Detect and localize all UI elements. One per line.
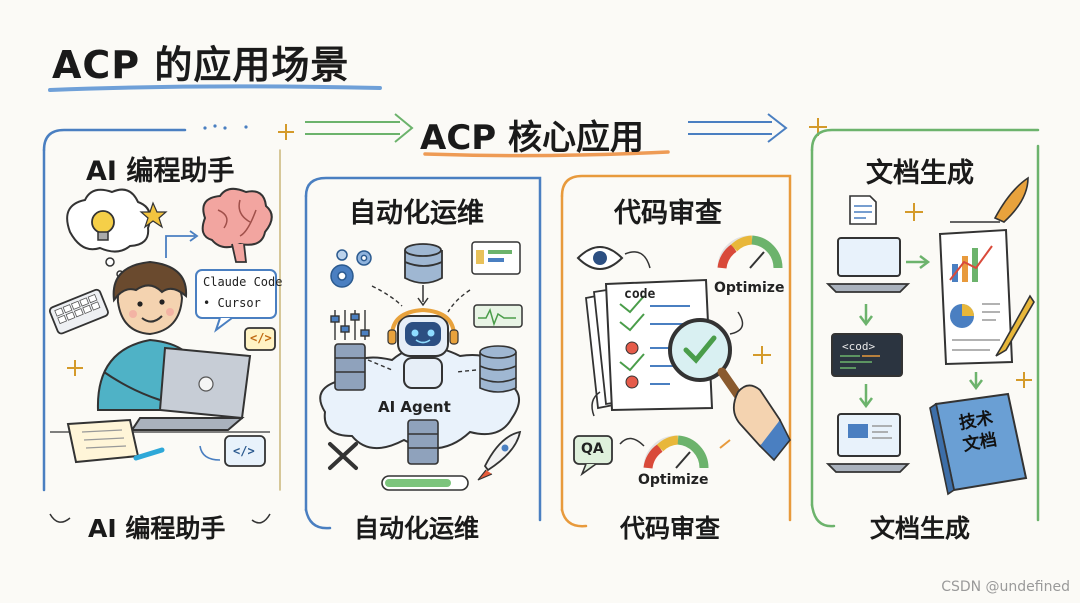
gauge-bottom-icon — [643, 435, 709, 469]
pencil-icon — [133, 447, 165, 461]
brain-icon — [201, 187, 273, 263]
flow-arrow-icon — [165, 235, 195, 258]
panel-4-footer: 文档生成 — [870, 514, 971, 543]
eye-icon — [576, 246, 624, 270]
dashboard-icon — [471, 241, 521, 275]
laptop-icon — [130, 346, 252, 431]
gauge-top-label: Optimize — [714, 280, 785, 296]
watermark: CSDN @undefined — [941, 579, 1070, 595]
tools-bubble — [195, 269, 277, 333]
sparkle-icon — [753, 346, 771, 364]
center-title: ACP 核心应用 — [420, 118, 645, 158]
panel-2-footer: 自动化运维 — [354, 514, 480, 543]
sliders-icon — [330, 310, 370, 340]
gauge-bottom-label: Optimize — [638, 472, 709, 488]
hand-icon — [732, 384, 791, 462]
qa-label: QA — [581, 441, 604, 457]
sparkle-icon — [67, 360, 83, 376]
server-right-icon — [479, 345, 517, 393]
bubble-line-1: Claude Code — [203, 275, 283, 289]
flow-arrows — [367, 285, 477, 373]
code-tag-icon — [244, 327, 276, 351]
panel-4-title: 文档生成 — [866, 158, 974, 189]
code-document-stack — [585, 278, 714, 412]
terminal-code-tag: <cod> — [842, 340, 876, 353]
panel-1-title: AI 编程助手 — [86, 156, 235, 187]
panel-3-footer: 代码审查 — [620, 514, 721, 543]
panel-2-title: 自动化运维 — [349, 198, 484, 229]
wrench-icon — [328, 442, 358, 470]
title-underline — [48, 84, 382, 92]
panel-2-frame — [304, 176, 542, 530]
pen-icon — [995, 294, 1035, 357]
gauge-icon — [717, 235, 783, 269]
page-title: ACP 的应用场景 — [52, 43, 350, 87]
laptop-bottom-icon — [825, 413, 911, 473]
progress-bar — [381, 475, 469, 491]
rocket-icon — [477, 430, 522, 481]
panel-1-frame — [42, 128, 281, 492]
keyboard-icon — [48, 288, 109, 335]
qa-bubble-icon — [573, 435, 613, 477]
tech-book-icon — [929, 392, 1028, 496]
laptop-top-icon — [825, 237, 911, 293]
quill-icon — [950, 176, 1029, 223]
panel-3-frame — [560, 174, 792, 528]
right-arrow-icon — [688, 113, 788, 143]
server-left-icon — [334, 343, 366, 391]
panel-3-title: 代码审查 — [614, 198, 722, 229]
ai-agent-robot — [387, 307, 459, 389]
database-icon — [404, 243, 443, 284]
code-box-icon — [224, 435, 266, 467]
code-tag-text: </> — [250, 331, 272, 345]
panel-1-footer: AI 编程助手 — [88, 514, 226, 543]
notebook-icon — [66, 418, 140, 464]
bubble-line-2: • Cursor — [203, 296, 261, 310]
star-icon — [139, 201, 168, 229]
panel-4-frame — [810, 128, 1040, 528]
terminal-icon — [831, 333, 903, 377]
gears-icon — [330, 249, 372, 288]
agent-label: AI Agent — [378, 398, 451, 416]
book-label: 技术文档 — [957, 408, 999, 456]
document-icon — [849, 195, 877, 225]
center-title-underline — [423, 150, 670, 158]
server-bottom-icon — [407, 419, 439, 465]
code-doc-label: code — [624, 287, 656, 302]
code-box-text: </> — [233, 444, 255, 458]
report-document-icon — [938, 228, 1014, 366]
dots-icon — [203, 124, 248, 130]
lightbulb-icon — [66, 188, 151, 278]
sparkle-icon — [905, 203, 923, 221]
left-arrow-icon — [305, 113, 414, 143]
monitor-wave-icon — [473, 304, 523, 328]
